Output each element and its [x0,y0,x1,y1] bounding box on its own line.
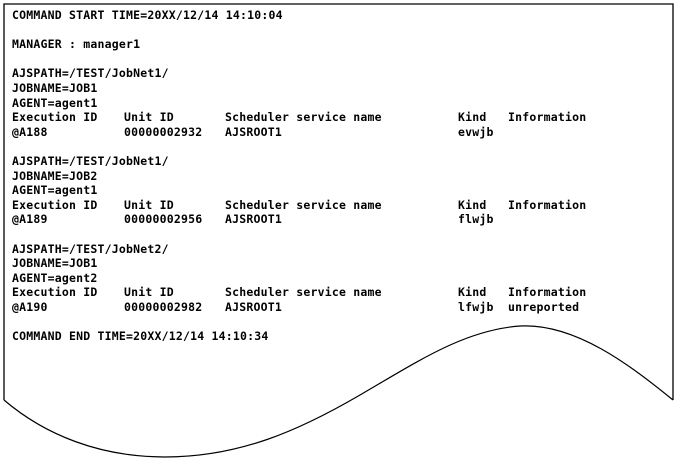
header-unit-id: Unit ID [124,197,174,212]
header-scheduler-service-name: Scheduler service name [225,110,382,125]
header-execution-id: Execution ID [12,197,98,212]
block-1-jobname: JOBNAME=JOB2 [12,168,98,183]
header-scheduler-service-name: Scheduler service name [225,197,382,212]
blank-line-1 [12,23,672,38]
header-unit-id: Unit ID [124,285,174,300]
header-scheduler-service-name: Scheduler service name [225,285,382,300]
blank-line-5 [12,314,672,329]
command-end-line: COMMAND END TIME=20XX/12/14 14:10:34 [12,329,269,344]
record-execution-id: @A188 [12,124,48,139]
record-scheduler-service-name: AJSROOT1 [225,124,282,139]
block-2-record-row: @A190 00000002982 AJSROOT1 lfwjb unrepor… [12,300,672,315]
block-0-jobname: JOBNAME=JOB1 [12,80,98,95]
record-kind: flwjb [458,212,494,227]
record-scheduler-service-name: AJSROOT1 [225,299,282,314]
record-execution-id: @A190 [12,299,48,314]
blank-line-2 [12,52,672,67]
block-0-record-row: @A188 00000002932 AJSROOT1 evwjb [12,125,672,140]
header-kind: Kind [458,197,487,212]
header-information: Information [508,110,587,125]
command-start-line: COMMAND START TIME=20XX/12/14 14:10:04 [12,8,283,22]
record-scheduler-service-name: AJSROOT1 [225,212,282,227]
block-1-record-row: @A189 00000002956 AJSROOT1 flwjb [12,212,672,227]
manager-line: MANAGER : manager1 [12,37,141,52]
block-2-agent: AGENT=agent2 [12,270,98,285]
record-information: unreported [508,299,580,314]
blank-line-4 [12,227,672,242]
block-2-ajspath: AJSPATH=/TEST/JobNet2/ [12,241,169,256]
record-kind: lfwjb [458,299,494,314]
record-unit-id: 00000002932 [124,124,203,139]
block-0-column-header-row: Execution ID Unit ID Scheduler service n… [12,110,672,125]
blank-line-3 [12,139,672,154]
header-unit-id: Unit ID [124,110,174,125]
header-kind: Kind [458,285,487,300]
block-1-column-header-row: Execution ID Unit ID Scheduler service n… [12,198,672,213]
record-kind: evwjb [458,124,494,139]
record-unit-id: 00000002956 [124,212,203,227]
block-1-ajspath: AJSPATH=/TEST/JobNet1/ [12,153,169,168]
header-information: Information [508,197,587,212]
header-execution-id: Execution ID [12,110,98,125]
block-0-agent: AGENT=agent1 [12,95,98,110]
block-1-agent: AGENT=agent1 [12,183,98,198]
torn-wave-edge-path [3,325,674,458]
header-kind: Kind [458,110,487,125]
block-2-column-header-row: Execution ID Unit ID Scheduler service n… [12,285,672,300]
log-text-body: COMMAND START TIME=20XX/12/14 14:10:04 M… [12,8,672,344]
record-unit-id: 00000002982 [124,299,203,314]
record-execution-id: @A189 [12,212,48,227]
block-2-jobname: JOBNAME=JOB1 [12,256,98,271]
block-0-ajspath: AJSPATH=/TEST/JobNet1/ [12,66,169,81]
header-execution-id: Execution ID [12,285,98,300]
header-information: Information [508,285,587,300]
